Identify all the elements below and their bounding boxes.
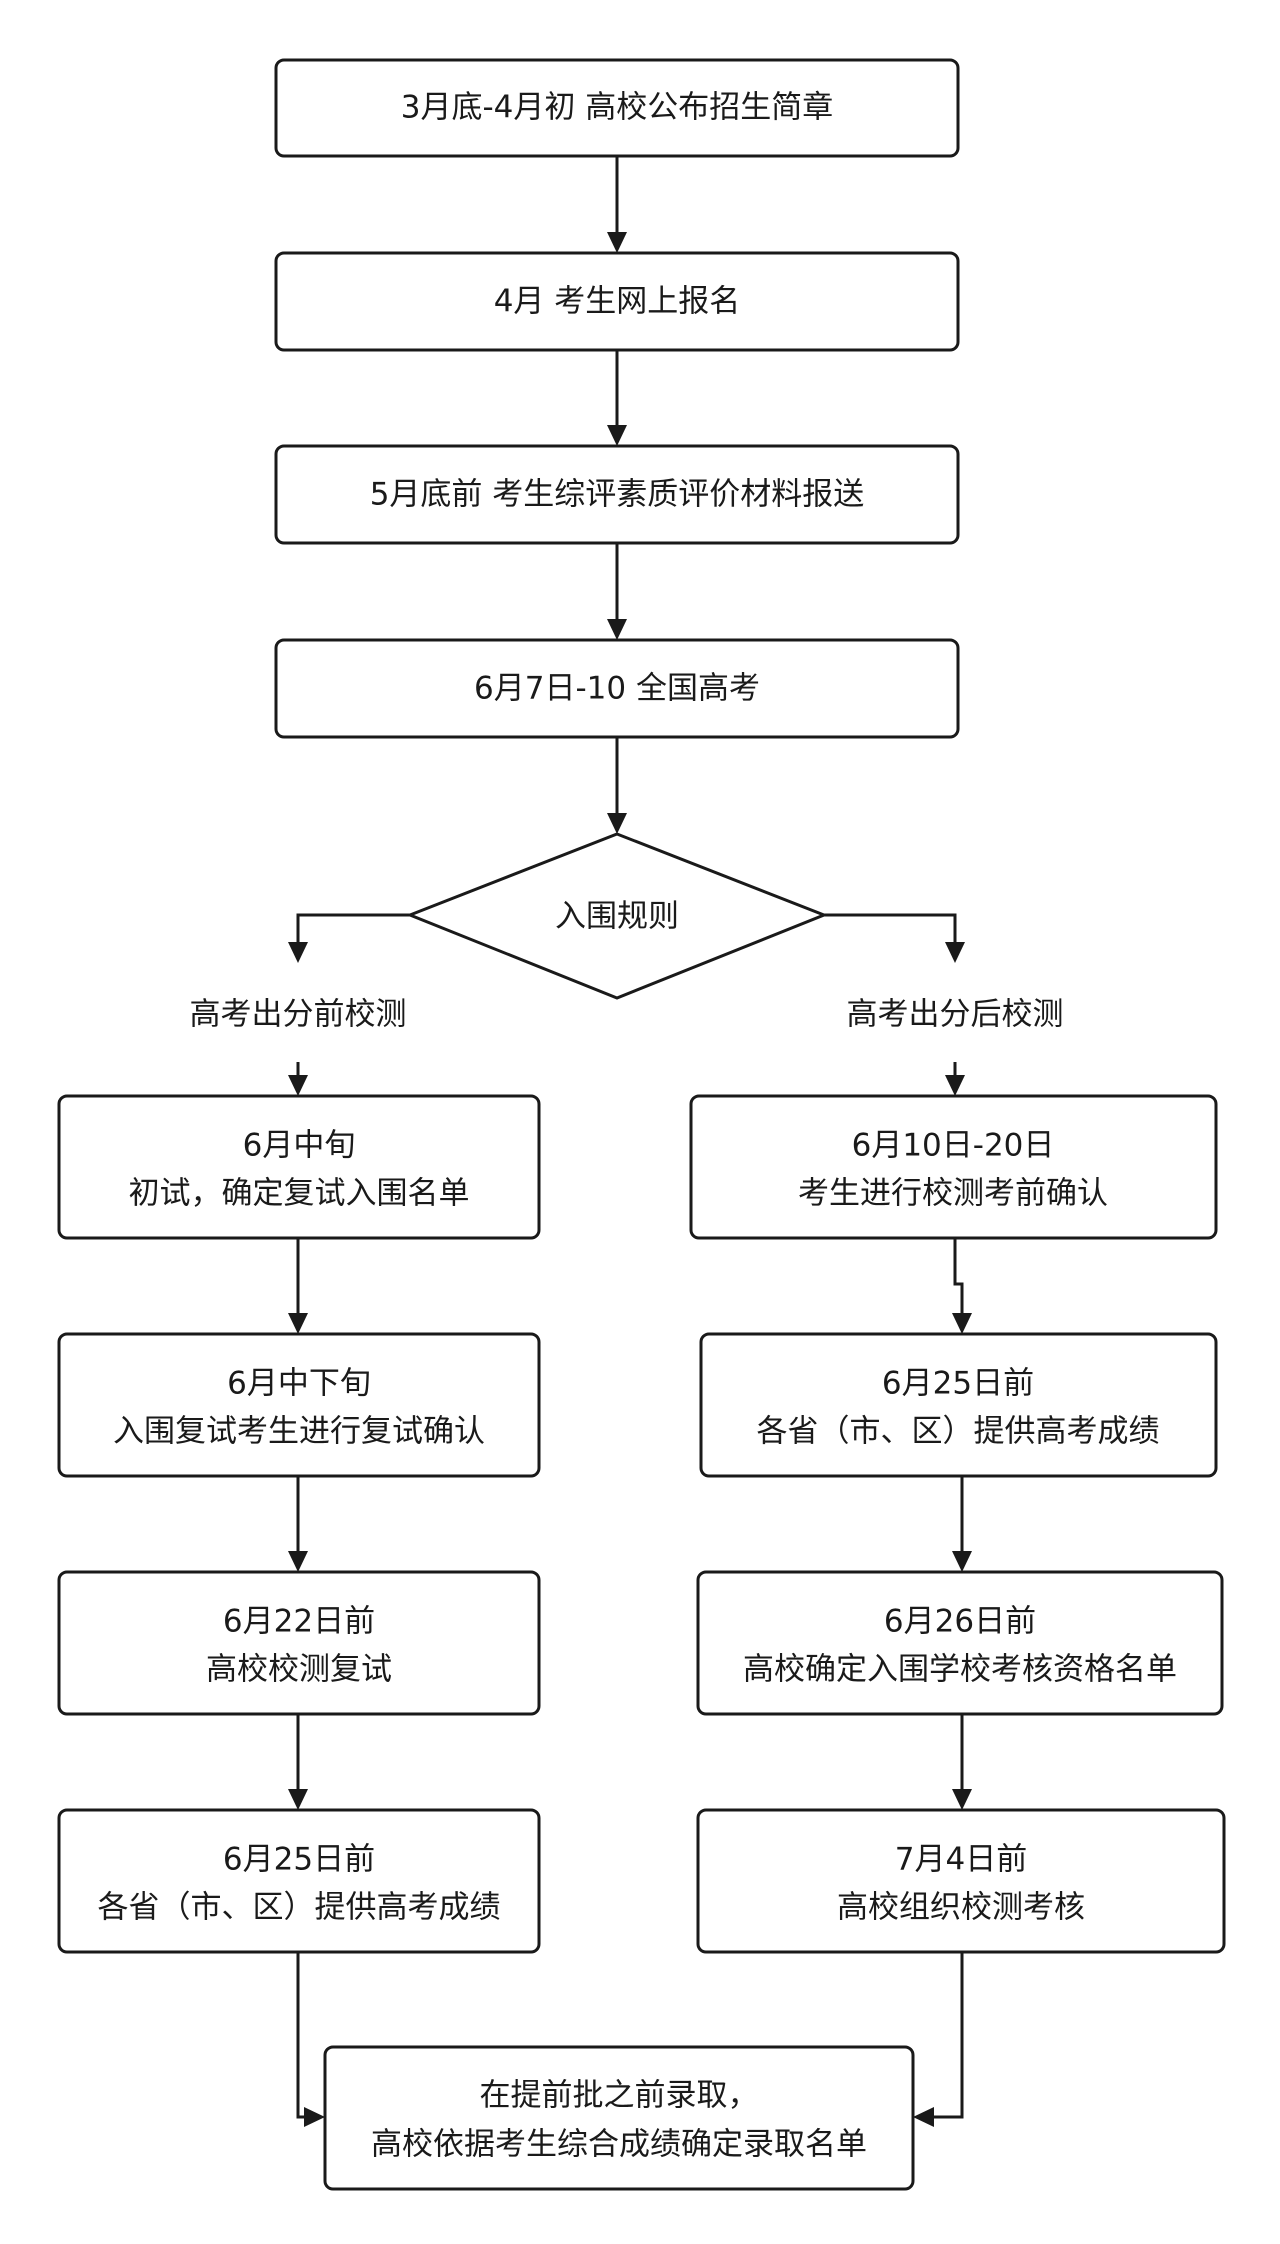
edges [288, 156, 972, 2127]
node-left4-line2: 各省（市、区）提供高考成绩 [98, 1890, 501, 1926]
arrow-head [952, 1313, 972, 1334]
arrow-head [304, 2107, 325, 2127]
arrow-head [288, 1313, 308, 1334]
arrow-head [607, 813, 627, 834]
arrow-head [913, 2107, 934, 2127]
node-left1-line1: 6月中旬 [243, 1128, 356, 1164]
edge-left4-final [296, 1952, 306, 2119]
branch-label-right: 高考出分后校测 [847, 997, 1064, 1033]
arrow-head [952, 1551, 972, 1572]
node-left3-line2: 高校校测复试 [206, 1652, 392, 1688]
node-left2: 6月中下旬 入围复试考生进行复试确认 [57, 1332, 541, 1478]
node-left3: 6月22日前 高校校测复试 [57, 1570, 541, 1716]
node-left1: 6月中旬 初试，确定复试入围名单 [57, 1094, 541, 1240]
edge-decision-left-branch [296, 913, 410, 944]
node-left2-line1: 6月中下旬 [227, 1366, 371, 1402]
node-decision-text: 入围规则 [555, 899, 679, 935]
arrow-head [288, 1789, 308, 1810]
node-left3-line1: 6月22日前 [223, 1604, 375, 1640]
node-final-line2: 高校依据考生综合成绩确定录取名单 [371, 2127, 867, 2163]
node-final-line1: 在提前批之前录取， [480, 2078, 759, 2114]
arrow-head [952, 1789, 972, 1810]
node-left2-line2: 入围复试考生进行复试确认 [113, 1414, 485, 1450]
node-right3: 6月26日前 高校确定入围学校考核资格名单 [696, 1570, 1224, 1716]
node-right4-line1: 7月4日前 [895, 1842, 1027, 1878]
edge-decision-right-branch [824, 913, 957, 944]
node-decision: 入围规则 [405, 832, 829, 1000]
node-step2: 4月 考生网上报名 [274, 251, 960, 352]
node-step2-text: 4月 考生网上报名 [494, 284, 741, 320]
arrow-head [288, 1551, 308, 1572]
edge-right4-final [932, 1952, 964, 2119]
node-left1-line2: 初试，确定复试入围名单 [129, 1176, 470, 1212]
arrow-head [945, 942, 965, 963]
edge-right1-right2 [953, 1238, 964, 1315]
branch-label-left: 高考出分前校测 [190, 997, 407, 1033]
arrow-head [945, 1075, 965, 1096]
node-left4-line1: 6月25日前 [223, 1842, 375, 1878]
arrow-head [607, 425, 627, 446]
arrow-head [288, 1075, 308, 1096]
node-right1-line1: 6月10日-20日 [852, 1128, 1055, 1164]
arrow-head [607, 232, 627, 253]
node-right2-line2: 各省（市、区）提供高考成绩 [757, 1414, 1160, 1450]
node-right1-line2: 考生进行校测考前确认 [798, 1176, 1108, 1212]
node-step3: 5月底前 考生综评素质评价材料报送 [274, 444, 960, 545]
node-step4-text: 6月7日-10 全国高考 [474, 671, 760, 707]
node-step4: 6月7日-10 全国高考 [274, 638, 960, 739]
node-step3-text: 5月底前 考生综评素质评价材料报送 [370, 477, 865, 513]
node-right3-line1: 6月26日前 [884, 1604, 1036, 1640]
arrow-head [288, 942, 308, 963]
node-right1: 6月10日-20日 考生进行校测考前确认 [689, 1094, 1218, 1240]
node-right3-line2: 高校确定入围学校考核资格名单 [743, 1652, 1177, 1688]
node-left4: 6月25日前 各省（市、区）提供高考成绩 [57, 1808, 541, 1954]
node-right4: 7月4日前 高校组织校测考核 [696, 1808, 1226, 1954]
node-right2: 6月25日前 各省（市、区）提供高考成绩 [699, 1332, 1218, 1478]
arrow-head [607, 619, 627, 640]
node-right4-line2: 高校组织校测考核 [837, 1890, 1085, 1926]
node-step1-text: 3月底-4月初 高校公布招生简章 [401, 90, 834, 126]
node-final: 在提前批之前录取， 高校依据考生综合成绩确定录取名单 [323, 2045, 915, 2191]
node-right2-line1: 6月25日前 [882, 1366, 1034, 1402]
node-step1: 3月底-4月初 高校公布招生简章 [274, 58, 960, 158]
